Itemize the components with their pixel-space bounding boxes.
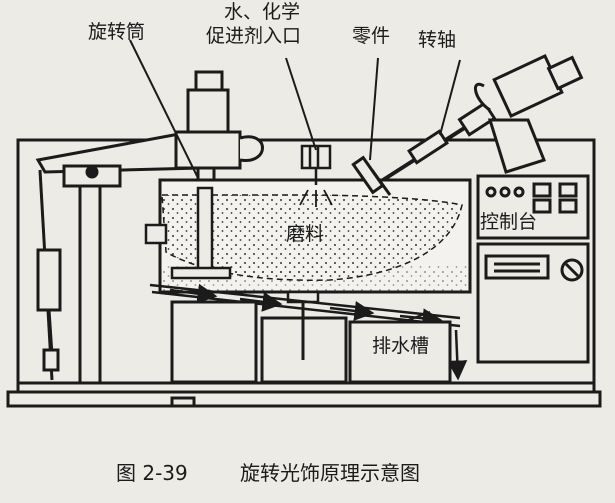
label-console: 控制台 [480,211,537,233]
label-drain: 排水槽 [372,335,429,357]
control-console [476,174,590,364]
drain-flow [149,283,468,381]
base-supports [170,300,452,384]
figure-number: 图 2-39 [116,461,188,485]
leader-lines [129,39,461,323]
label-rotating-drum: 旋转筒 [88,21,145,43]
label-shaft: 转轴 [418,29,456,51]
label-abrasive: 磨料 [286,223,324,245]
figure-title: 旋转光饰原理示意图 [240,461,420,485]
shaft-assembly [381,54,584,182]
rotating-drum [144,178,472,304]
drum-motor [174,70,264,190]
inlet-nozzle [299,144,333,207]
lever-arm [35,130,207,383]
abrasive-mass [161,194,463,281]
label-inlet-line2: 促进剂入口 [206,25,301,47]
label-inlet-line1: 水、化学 [224,1,300,23]
pneumatic-cylinder [36,248,62,372]
machine-frame [6,138,602,408]
label-part: 零件 [352,25,390,47]
workpiece [351,155,392,196]
